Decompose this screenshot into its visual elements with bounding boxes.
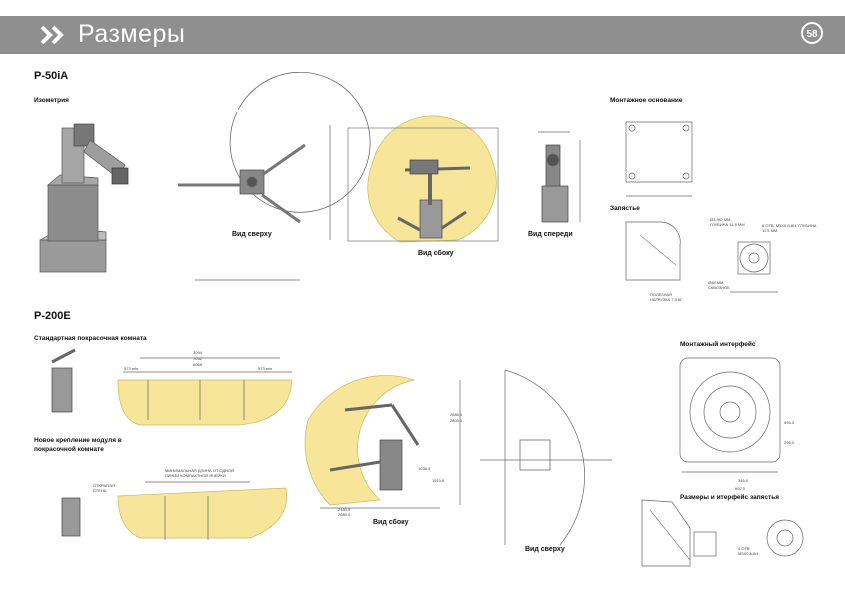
header-bar: Размеры	[0, 16, 845, 54]
label-mount-interface: Монтажный интерфейс	[680, 341, 756, 348]
label-wrist-interface: Размеры и итерфейс запястья	[680, 494, 780, 501]
p50-mounting-base	[625, 121, 693, 197]
p200-top-view	[480, 369, 612, 546]
note-holes: 4 ОТВ. М5Х0.8-6Н	[738, 546, 759, 556]
note-open-wall: ОТКРЫТАЯ СТЕНА	[93, 483, 115, 493]
dim-2680: 2680.0	[450, 412, 463, 417]
view-label-top: Вид сверху	[232, 231, 272, 238]
label-isometry: Изометрия	[34, 97, 69, 104]
view-label-side: Вид сбоку	[418, 250, 454, 257]
p200-wrist-interface	[641, 499, 804, 567]
view-label-front: Вид спереди	[528, 231, 573, 238]
label-mounting-base: Монтажное основание	[610, 97, 683, 104]
dim-573-left: 573 min	[124, 366, 139, 371]
label-new-mount: Новое крепление модуля в покрасочной ком…	[34, 437, 122, 453]
view-label-side-p200: Вид сбоку	[373, 519, 409, 526]
label-wrist: Запястье	[610, 205, 640, 212]
dim-295: 295.0	[784, 440, 795, 445]
p200-mounting-interface	[679, 357, 781, 473]
dim-2800: 2800.0	[450, 418, 463, 423]
p200-standard-booth	[51, 348, 293, 426]
dim-1038: 1038.0	[418, 466, 431, 471]
wrist-note-a: Ø3.9Ю ММ, ГЛУБИНА 11.5 ММ	[710, 217, 745, 227]
page-number-badge: 58	[801, 22, 823, 44]
wrist-note-b: 6 ОТВ. М5Х0.8-6Н, ГЛУБИНА 11.5 ММ	[762, 223, 817, 233]
page-title: Размеры	[78, 20, 186, 48]
wrist-note-d: ПОЛЕЗНАЯ НАГРУЗКА 7,5 КГ	[650, 292, 683, 302]
dim-3094: 3094	[193, 350, 202, 355]
p200-new-mount	[61, 481, 288, 540]
dim-2680-b: 2680.0	[338, 512, 351, 517]
double-chevron-icon	[40, 25, 64, 45]
dim-6068: 6068	[193, 362, 202, 367]
p50-wrist	[625, 221, 778, 293]
dim-2480: 2480.0	[338, 507, 351, 512]
label-standard-booth: Стандартная покрасочная комната	[34, 335, 147, 342]
robot-isometric-p50	[39, 123, 129, 273]
p50-side-view	[347, 115, 499, 243]
dim-7652: 7652	[193, 356, 202, 361]
dim-595: 595.0	[784, 420, 795, 425]
model-title-p50: P-50iA	[34, 70, 69, 82]
wrist-note-c: Ø48 ММ, СКВОЗНОЕ	[708, 280, 730, 290]
note-min-length: МИНИМАЛЬНАЯ ДЛИНА ОТ ОДНОЙ ЛИНИИ КОМПАКТ…	[165, 468, 235, 478]
dim-692: 692.0	[735, 486, 746, 491]
p50-front-view	[538, 131, 581, 223]
dim-346: 346.0	[738, 478, 749, 483]
p50-top-view	[178, 71, 371, 281]
dim-1510: 1510.6	[432, 478, 445, 483]
view-label-top-p200: Вид сверху	[525, 546, 565, 553]
p200-side-view	[304, 375, 461, 509]
model-title-p200: P-200E	[34, 310, 71, 322]
dim-573-right: 573 min	[258, 366, 273, 371]
